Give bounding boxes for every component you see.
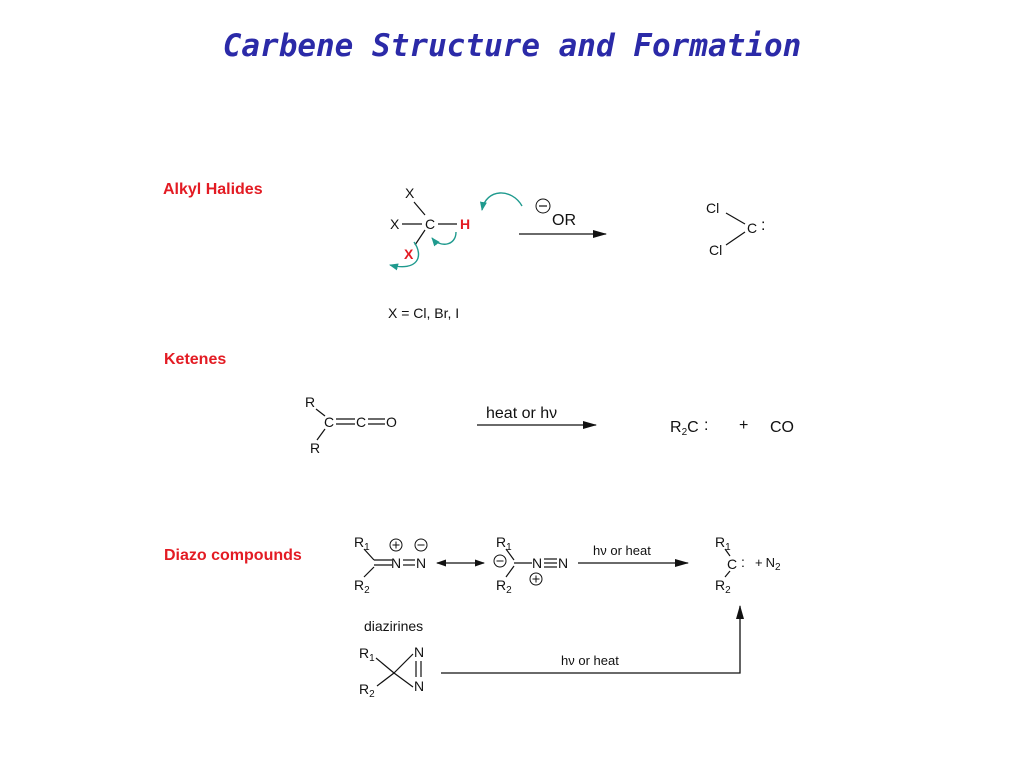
- base-or: OR: [552, 212, 576, 229]
- atom-r1: R1: [354, 534, 370, 553]
- bond-r2-c: [724, 570, 731, 578]
- bond-c-x-bottom: [414, 229, 426, 246]
- bond-c-n-top: [393, 653, 414, 674]
- dichlorocarbene-product: Cl Cl C :: [706, 200, 765, 258]
- atom-n-2: N: [558, 555, 568, 571]
- reaction-arrow-icon: [441, 605, 744, 674]
- bond-r2-c: [376, 672, 395, 687]
- curved-arrow-icon: [389, 241, 420, 271]
- bond-cl-c-bottom: [725, 231, 746, 246]
- bond-r2-c: [363, 566, 375, 578]
- bond-r2-c: [505, 565, 515, 578]
- lone-pair-dots: :: [761, 217, 765, 234]
- atom-r2-product: R2C: [670, 419, 699, 438]
- page-title: Carbene Structure and Formation: [222, 28, 802, 64]
- bond-r-c-bottom: [316, 428, 326, 441]
- carbon-monoxide: CO: [770, 419, 794, 436]
- bond-r1-c: [375, 657, 395, 674]
- carbene-product: R1 R2 C : +N2: [715, 534, 781, 596]
- atom-n-1: N: [391, 555, 401, 571]
- atom-r1: R1: [496, 534, 512, 553]
- atom-c-carbene: C: [727, 556, 737, 572]
- plus-charge-icon: [389, 538, 403, 552]
- atom-r2: R2: [359, 681, 375, 700]
- atom-n-1: N: [532, 555, 542, 571]
- bond-r-c-top: [315, 408, 326, 417]
- atom-cl-bottom: Cl: [709, 242, 722, 258]
- condition-heat-or-hv: heat or hν: [486, 405, 557, 422]
- diazirines-label: diazirines: [364, 618, 423, 634]
- atom-r2: R2: [715, 577, 731, 596]
- atom-n-top: N: [414, 644, 424, 660]
- section-label-alkyl-halides: Alkyl Halides: [163, 181, 263, 198]
- atom-c-center: C: [425, 216, 435, 232]
- atom-n-2: N: [416, 555, 426, 571]
- minus-charge-icon: [535, 198, 551, 214]
- bond-r1-c: [505, 548, 515, 561]
- atom-r2: R2: [496, 577, 512, 596]
- diazo-resonance-1: R1 R2 N N: [354, 534, 428, 596]
- plus-sign: +: [739, 417, 748, 434]
- atom-o: O: [386, 414, 397, 430]
- halogen-note: X = Cl, Br, I: [388, 305, 459, 321]
- condition-hv-or-heat-bottom: hν or heat: [561, 653, 619, 668]
- bond-c-x-top: [413, 201, 426, 216]
- atom-r2: R2: [354, 577, 370, 596]
- diazo-resonance-2: R1 R2 N N: [493, 534, 568, 596]
- atom-x-red: X: [404, 246, 414, 262]
- bond-cl-c-top: [725, 212, 746, 225]
- atom-r1: R1: [715, 534, 731, 553]
- condition-hv-or-heat-top: hν or heat: [593, 543, 651, 558]
- minus-charge-icon: [493, 554, 507, 568]
- atom-c-1: C: [324, 414, 334, 430]
- curved-arrow-icon: [479, 192, 523, 211]
- atom-r-top: R: [305, 394, 315, 410]
- section-label-diazo: Diazo compounds: [164, 547, 302, 564]
- atom-cl-top: Cl: [706, 200, 719, 216]
- section-label-ketenes: Ketenes: [164, 351, 227, 368]
- atom-h-red: H: [460, 216, 470, 232]
- bond-c-n-bottom: [393, 672, 414, 688]
- ketene-products: R2C : + CO: [670, 417, 794, 438]
- bond-r1-c: [363, 548, 375, 561]
- atom-r1: R1: [359, 645, 375, 664]
- ketene-reactant: R R C C O: [305, 394, 397, 456]
- lone-pair-dots: :: [704, 417, 708, 434]
- atom-x-left: X: [390, 216, 400, 232]
- bond-r1-c: [724, 548, 731, 557]
- atom-n-bottom: N: [414, 678, 424, 694]
- plus-n2: +N2: [755, 555, 781, 573]
- atom-c-2: C: [356, 414, 366, 430]
- atom-x-top: X: [405, 185, 415, 201]
- atom-r-bottom: R: [310, 440, 320, 456]
- diazirine-structure: R1 R2 N N: [359, 644, 424, 700]
- plus-charge-icon: [529, 572, 543, 586]
- atom-c-carbene: C: [747, 220, 757, 236]
- lone-pair-dots: :: [741, 554, 745, 570]
- curved-arrow-icon: [431, 231, 457, 247]
- minus-charge-icon: [414, 538, 428, 552]
- alkyl-halide-reactant: X X C H X OR X = Cl, Br, I: [388, 185, 576, 321]
